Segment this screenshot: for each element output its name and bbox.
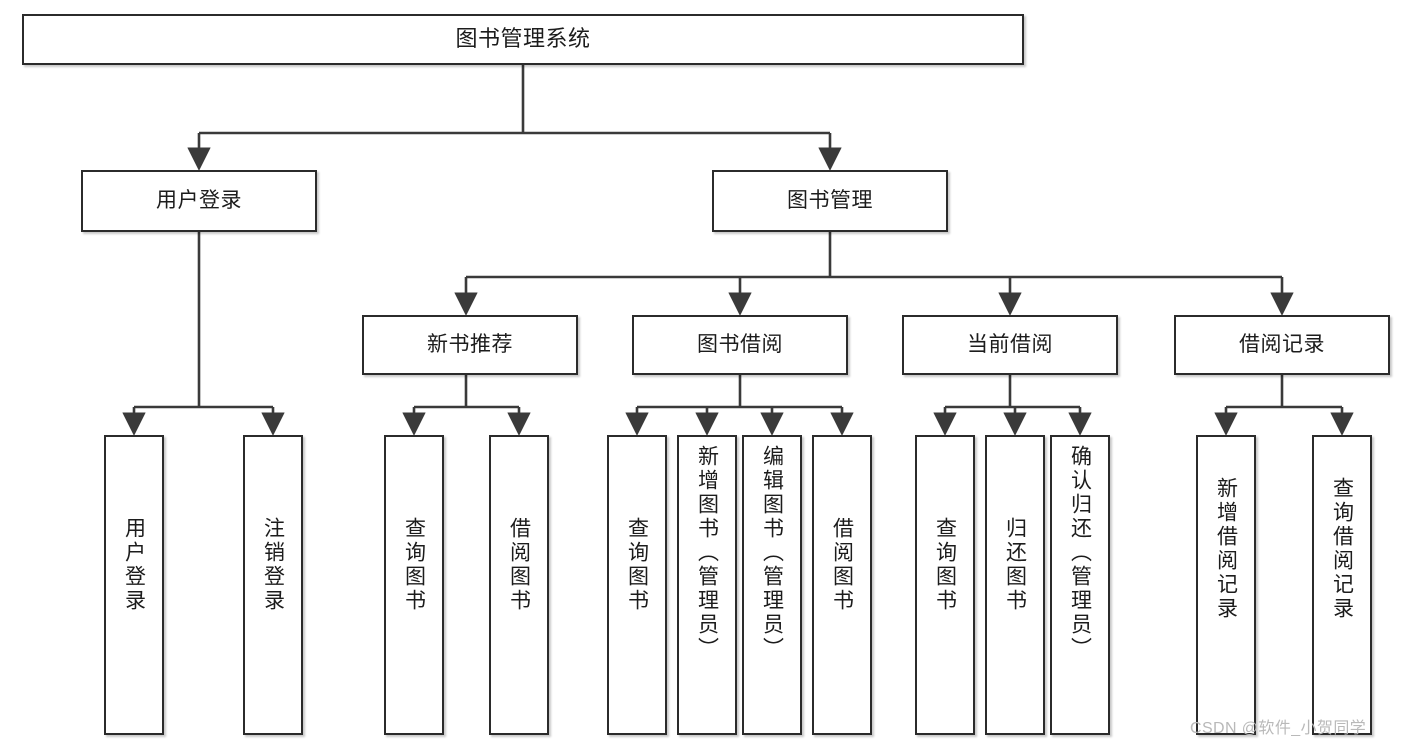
node-leaf-borrow-book-2[interactable]: 借阅图书 — [812, 435, 872, 735]
node-book-borrow[interactable]: 图书借阅 — [632, 315, 848, 375]
node-leaf-confirm-return[interactable]: 确认归还（管理员） — [1050, 435, 1110, 735]
node-leaf-confirm-return-label: 确认归还（管理员） — [1068, 445, 1092, 661]
node-leaf-return-book-label: 归还图书 — [1003, 517, 1027, 613]
node-leaf-query-record-label: 查询借阅记录 — [1330, 477, 1354, 621]
node-root[interactable]: 图书管理系统 — [22, 14, 1024, 65]
node-leaf-borrow-book-1[interactable]: 借阅图书 — [489, 435, 549, 735]
node-leaf-user-login[interactable]: 用户登录 — [104, 435, 164, 735]
node-borrow-record[interactable]: 借阅记录 — [1174, 315, 1390, 375]
node-leaf-edit-book-label: 编辑图书（管理员） — [760, 445, 784, 661]
node-leaf-borrow-book-1-label: 借阅图书 — [507, 517, 531, 613]
node-book-manage-label: 图书管理 — [787, 189, 873, 213]
node-leaf-edit-book[interactable]: 编辑图书（管理员） — [742, 435, 802, 735]
node-leaf-user-login-label: 用户登录 — [122, 517, 146, 613]
node-new-book-rec[interactable]: 新书推荐 — [362, 315, 578, 375]
node-leaf-add-record[interactable]: 新增借阅记录 — [1196, 435, 1256, 735]
node-user-login[interactable]: 用户登录 — [81, 170, 317, 232]
node-book-borrow-label: 图书借阅 — [697, 333, 783, 357]
node-leaf-logout[interactable]: 注销登录 — [243, 435, 303, 735]
node-new-book-rec-label: 新书推荐 — [427, 333, 513, 357]
node-leaf-query-book-1[interactable]: 查询图书 — [384, 435, 444, 735]
node-leaf-add-book[interactable]: 新增图书（管理员） — [677, 435, 737, 735]
node-leaf-return-book[interactable]: 归还图书 — [985, 435, 1045, 735]
node-leaf-logout-label: 注销登录 — [261, 517, 285, 613]
node-leaf-add-book-label: 新增图书（管理员） — [695, 445, 719, 661]
node-leaf-add-record-label: 新增借阅记录 — [1214, 477, 1238, 621]
node-leaf-query-book-3[interactable]: 查询图书 — [915, 435, 975, 735]
node-current-borrow[interactable]: 当前借阅 — [902, 315, 1118, 375]
node-leaf-borrow-book-2-label: 借阅图书 — [830, 517, 854, 613]
node-user-login-label: 用户登录 — [156, 189, 242, 213]
watermark: CSDN @软件_小贺同学 — [1190, 720, 1367, 737]
node-root-label: 图书管理系统 — [455, 26, 591, 52]
node-leaf-query-record[interactable]: 查询借阅记录 — [1312, 435, 1372, 735]
node-leaf-query-book-2[interactable]: 查询图书 — [607, 435, 667, 735]
node-leaf-query-book-1-label: 查询图书 — [402, 517, 426, 613]
node-book-manage[interactable]: 图书管理 — [712, 170, 948, 232]
node-leaf-query-book-2-label: 查询图书 — [625, 517, 649, 613]
node-leaf-query-book-3-label: 查询图书 — [933, 517, 957, 613]
node-borrow-record-label: 借阅记录 — [1239, 333, 1325, 357]
node-current-borrow-label: 当前借阅 — [967, 333, 1053, 357]
